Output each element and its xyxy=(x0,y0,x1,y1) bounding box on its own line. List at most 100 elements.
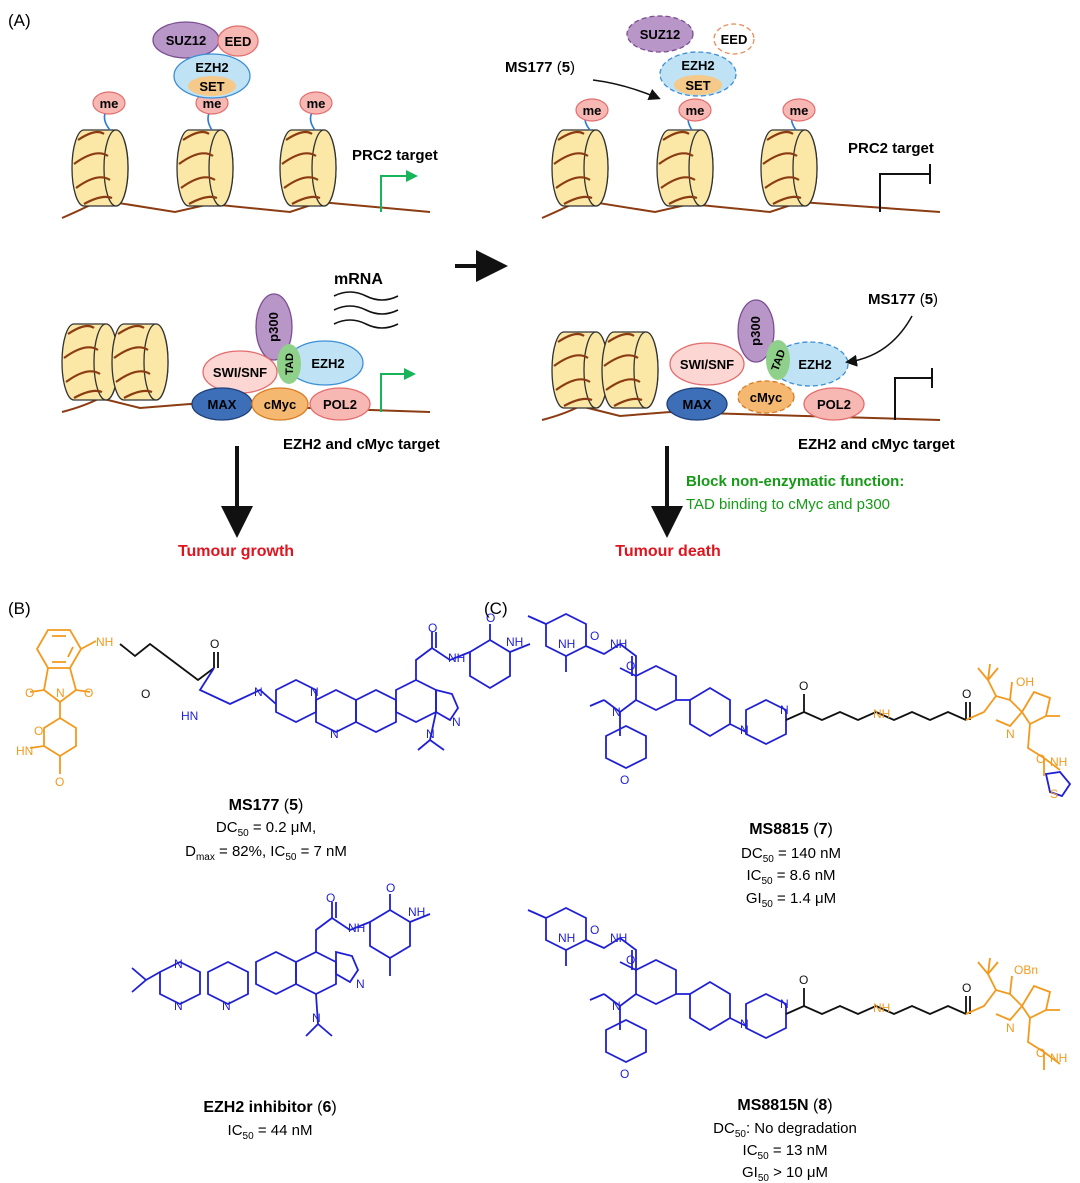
eed-subunit: EED xyxy=(217,25,259,57)
eed-subunit: EED xyxy=(713,23,755,55)
svg-text:me: me xyxy=(100,96,119,111)
svg-text:EZH2: EZH2 xyxy=(195,60,228,75)
set-domain: SET xyxy=(188,76,236,96)
methyl-mark: me xyxy=(575,98,609,122)
ms8815n-atom: N xyxy=(1006,1021,1015,1035)
prc2-target-label: PRC2 target xyxy=(352,147,438,164)
svg-text:POL2: POL2 xyxy=(323,397,357,412)
svg-text:me: me xyxy=(686,103,705,118)
methyl-mark: me xyxy=(782,98,816,122)
active-tss-arrow xyxy=(380,170,418,212)
svg-text:SUZ12: SUZ12 xyxy=(166,33,206,48)
svg-text:EZH2: EZH2 xyxy=(681,58,714,73)
nucleosome xyxy=(60,322,120,402)
inhib-atom: N xyxy=(174,957,183,971)
svg-text:HN: HN xyxy=(16,744,33,758)
svg-text:N: N xyxy=(426,727,435,741)
dna-strand xyxy=(61,396,431,413)
inhib-atom: N xyxy=(174,999,183,1013)
inhib-caption-ic50: IC50 = 44 nM xyxy=(228,1122,313,1142)
inhib-atom: N xyxy=(312,1011,321,1025)
svg-text:N: N xyxy=(56,686,65,700)
prc2-degraded-diagram: me me me SUZ12 EED EZH2 SET MS177 (5) PR… xyxy=(505,15,941,219)
nucleosome xyxy=(175,128,235,208)
svg-text:me: me xyxy=(307,96,326,111)
drug-label: MS177 (5) xyxy=(505,59,575,76)
nucleosome xyxy=(759,128,819,208)
ms8815-atom: O xyxy=(626,659,635,673)
ms8815n-atom: O xyxy=(590,923,599,937)
ms8815n-atom: NH xyxy=(610,931,627,945)
svg-text:O: O xyxy=(55,775,64,789)
inhib-caption-name: EZH2 inhibitor (6) xyxy=(203,1099,336,1116)
ms8815-caption-gi50: GI50 = 1.4 μM xyxy=(746,890,836,910)
nucleosome xyxy=(110,322,170,402)
ms8815-atom: O xyxy=(620,773,629,787)
svg-text:me: me xyxy=(790,103,809,118)
panel-label-b: (B) xyxy=(8,599,31,618)
svg-text:O: O xyxy=(141,687,150,701)
svg-text:HN: HN xyxy=(181,709,198,723)
ms8815n-caption-dc50: DC50: No degradation xyxy=(713,1120,857,1140)
target-label: EZH2 and cMyc target xyxy=(798,436,955,453)
drug-arrow xyxy=(845,315,913,367)
svg-text:SWI/SNF: SWI/SNF xyxy=(680,357,734,372)
repressed-tss xyxy=(894,368,933,420)
ms8815-caption-name: MS8815 (7) xyxy=(749,821,833,838)
ms8815-atom: N xyxy=(612,705,621,719)
ms177-caption-name: MS177 (5) xyxy=(229,797,304,814)
nucleosome xyxy=(550,128,610,208)
svg-text:O: O xyxy=(428,621,437,635)
tad-domain: TAD xyxy=(277,344,301,384)
svg-text:SUZ12: SUZ12 xyxy=(640,27,680,42)
svg-text:N: N xyxy=(254,685,263,699)
ms8815-atom: O xyxy=(799,679,808,693)
ms8815-atom: NH xyxy=(610,637,627,651)
cereblon-ligand xyxy=(29,629,97,774)
nucleosome xyxy=(550,330,610,410)
active-tss-arrow xyxy=(380,368,416,412)
drug-label: MS177 (5) xyxy=(868,291,938,308)
panel-label-c: (C) xyxy=(484,599,508,618)
svg-text:cMyc: cMyc xyxy=(750,390,783,405)
max: MAX xyxy=(666,387,728,421)
block-detail: TAD binding to cMyc and p300 xyxy=(686,496,890,513)
set-domain: SET xyxy=(674,75,722,95)
inhib-atom: N xyxy=(222,999,231,1013)
ms8815-atom: O xyxy=(1036,752,1045,766)
methyl-mark: me xyxy=(92,91,126,115)
p300: p300 xyxy=(255,293,293,361)
drug-arrow xyxy=(592,79,661,101)
svg-text:MAX: MAX xyxy=(683,397,712,412)
swi-snf: SWI/SNF xyxy=(669,342,745,386)
svg-text:NH: NH xyxy=(448,651,465,665)
ms8815-caption-dc50: DC50 = 140 nM xyxy=(741,845,841,865)
ms8815n-atom: N xyxy=(612,999,621,1013)
svg-text:SET: SET xyxy=(199,79,224,94)
cmyc: cMyc xyxy=(737,380,795,414)
ms8815-atom: S xyxy=(1050,787,1058,801)
ms8815-atom: N xyxy=(740,723,749,737)
svg-text:TAD: TAD xyxy=(284,353,296,375)
methyl-mark: me xyxy=(678,98,712,122)
swi-snf: SWI/SNF xyxy=(202,350,278,394)
inhib-atom: O xyxy=(326,891,335,905)
prc2-active-diagram: me me me SUZ12 EED EZH2 SET PRC2 target xyxy=(61,21,438,219)
ms8815n-atom: O xyxy=(799,973,808,987)
ms8815-structure xyxy=(527,612,1072,798)
svg-text:SWI/SNF: SWI/SNF xyxy=(213,365,267,380)
nucleosome xyxy=(600,330,660,410)
svg-text:O: O xyxy=(486,611,495,625)
svg-text:EZH2: EZH2 xyxy=(798,357,831,372)
svg-text:N: N xyxy=(330,727,339,741)
suz12-subunit: SUZ12 xyxy=(152,21,220,59)
ms8815-atom: N xyxy=(780,703,789,717)
dna-strand xyxy=(541,404,941,421)
ms8815n-atom: N xyxy=(740,1017,749,1031)
svg-text:NH: NH xyxy=(506,635,523,649)
ms8815-atom: NH xyxy=(873,707,890,721)
pol2: POL2 xyxy=(803,387,865,421)
inhibitor-structure xyxy=(131,894,431,1037)
inhib-atom: NH xyxy=(408,905,425,919)
